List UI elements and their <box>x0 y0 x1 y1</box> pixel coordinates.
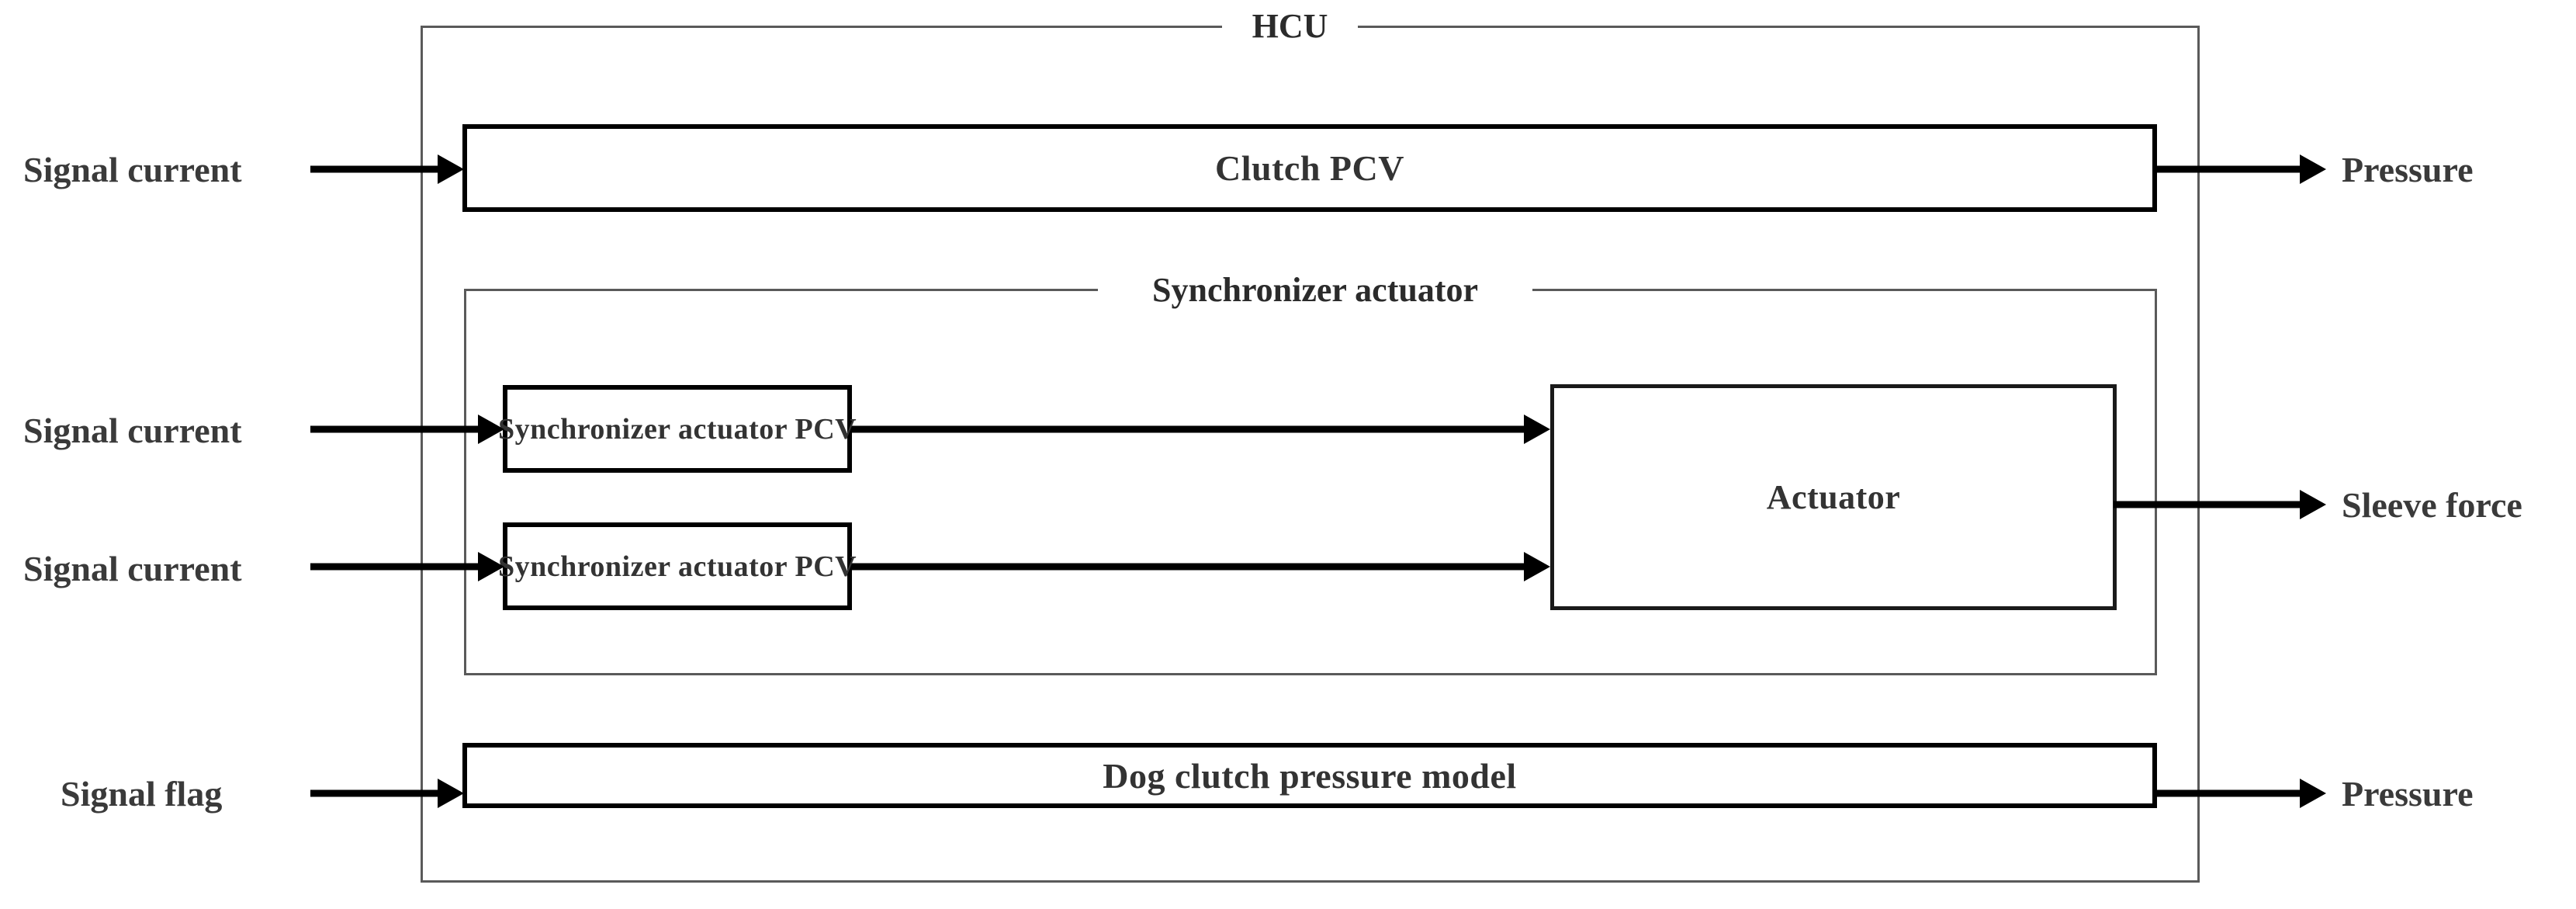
block-actuator[interactable]: Actuator <box>1550 384 2117 610</box>
input-label-3: Signal current <box>23 549 242 588</box>
input-label-4: Signal flag <box>61 774 223 814</box>
output-label-3: Pressure <box>2342 774 2474 814</box>
output-label-1: Pressure <box>2342 150 2474 189</box>
block-dog-clutch-model[interactable]: Dog clutch pressure model <box>462 743 2157 808</box>
block-sync-pcv-1[interactable]: Synchronizer actuator PCV <box>498 385 857 473</box>
synchronizer-actuator-caption-mask <box>1098 275 1532 306</box>
block-clutch-pcv[interactable]: Clutch PCV <box>462 124 2157 212</box>
synchronizer-actuator-group-label: Synchronizer actuator <box>1152 271 1478 309</box>
output-label-2: Sleeve force <box>2342 485 2522 525</box>
block-sync-pcv-2-label: Synchronizer actuator PCV <box>497 550 857 583</box>
block-sync-pcv-1-label: Synchronizer actuator PCV <box>497 412 857 446</box>
input-label-1: Signal current <box>23 150 242 189</box>
block-sync-pcv-2[interactable]: Synchronizer actuator PCV <box>498 522 857 610</box>
hcu-caption-mask <box>1222 11 1358 42</box>
block-clutch-pcv-label: Clutch PCV <box>1215 148 1404 188</box>
input-label-2: Signal current <box>23 411 242 450</box>
hcu-group-label: HCU <box>1252 7 1328 45</box>
block-dog-clutch-model-label: Dog clutch pressure model <box>1103 755 1517 796</box>
block-actuator-label: Actuator <box>1766 478 1901 516</box>
